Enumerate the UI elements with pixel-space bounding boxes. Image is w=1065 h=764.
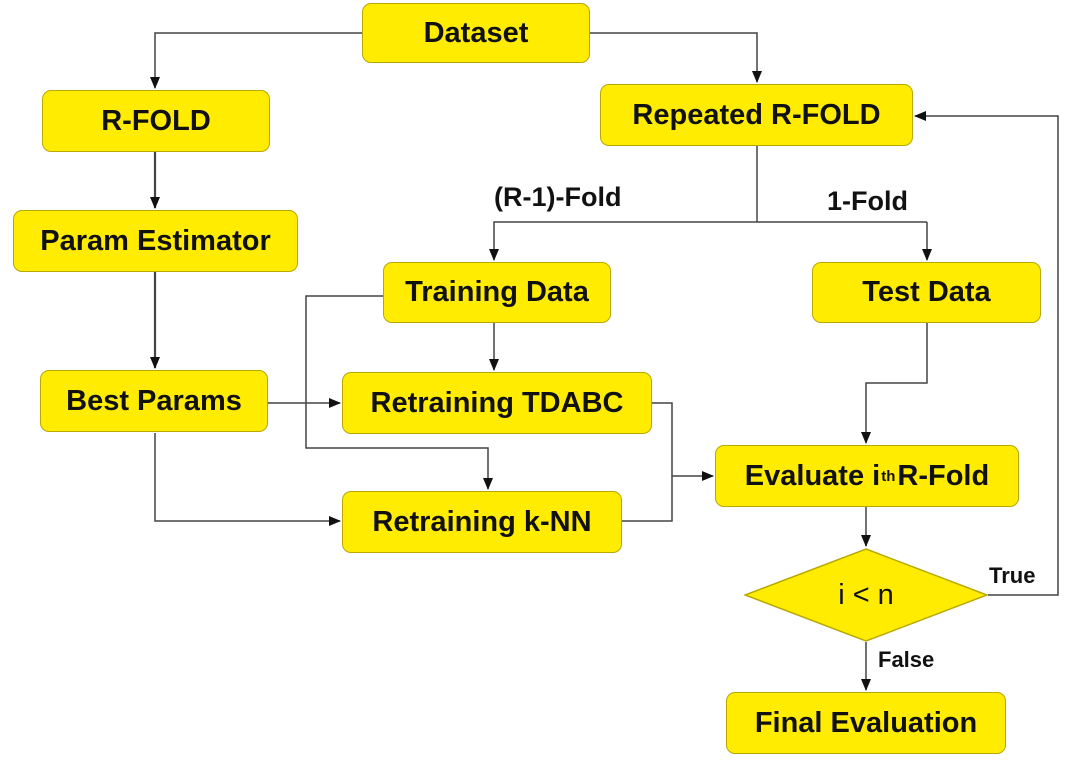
edge-dataset-to-rfold [150,32,362,89]
edge-label-true: True [989,563,1036,588]
node-repeated-r-fold-label: Repeated R-FOLD [632,98,881,131]
edge-dataset-to-repeated [590,32,762,83]
node-final-evaluation: Final Evaluation [726,692,1006,754]
node-dataset: Dataset [362,3,590,63]
decision-label: i < n [838,578,894,611]
node-r-fold-label: R-FOLD [101,104,211,137]
node-r-fold: R-FOLD [42,90,270,152]
edge-decision-true [914,111,1059,596]
edge-label-r-minus-1-fold: (R-1)-Fold [494,182,622,212]
edge-training-to-knn [305,295,493,490]
node-param-estimator: Param Estimator [13,210,298,272]
decision-diamond [744,548,988,642]
node-test-data: Test Data [812,262,1041,323]
node-retraining-knn: Retraining k-NN [342,491,622,553]
node-best-params: Best Params [40,370,268,432]
node-training-data: Training Data [383,262,611,323]
edge-tdabc-to-evaluate [652,402,714,481]
node-evaluate-prefix: Evaluate i [744,459,881,492]
edge-split-to-training [489,221,927,261]
node-param-estimator-label: Param Estimator [40,224,271,257]
edge-best-to-knn [154,433,341,526]
node-evaluate-sup: th [881,467,896,485]
node-retraining-tdabc-label: Retraining TDABC [370,386,624,419]
node-training-data-label: Training Data [405,276,589,308]
edge-knn-to-evaluate [622,476,673,522]
edge-label-false: False [878,647,935,672]
node-final-evaluation-label: Final Evaluation [754,706,978,739]
node-test-data-label: Test Data [862,276,991,308]
node-dataset-label: Dataset [423,16,529,49]
node-retraining-knn-label: Retraining k-NN [372,505,592,538]
node-retraining-tdabc: Retraining TDABC [342,372,652,434]
edge-label-one-fold: 1-Fold [827,186,908,216]
node-best-params-label: Best Params [66,384,242,417]
node-evaluate-suffix: R-Fold [897,459,990,492]
node-repeated-r-fold: Repeated R-FOLD [600,84,913,146]
edge-test-to-evaluate [861,323,928,444]
